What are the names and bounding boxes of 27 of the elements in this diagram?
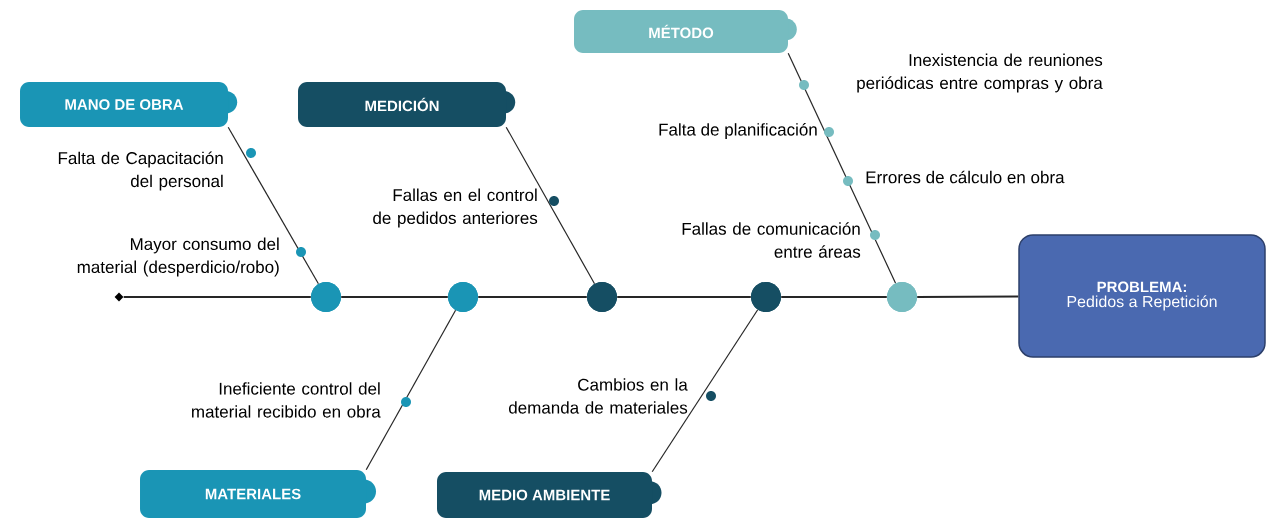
spine-line — [477, 296, 588, 298]
problem-box: PROBLEMA: Pedidos a Repetición — [1018, 234, 1266, 358]
category-box: MÉTODO — [574, 10, 797, 53]
spine-line — [340, 296, 449, 298]
cause-text: Fallas en el control de pedidos anteriores — [373, 188, 538, 228]
bone-line — [787, 52, 897, 284]
category-box: MEDIO AMBIENTE — [437, 472, 662, 518]
category-box: MEDICIÓN — [298, 82, 516, 127]
bone-line — [227, 126, 320, 285]
category-box: MATERIALES — [140, 470, 376, 518]
bone-line — [651, 309, 759, 473]
cause-text: Falta de planificación — [659, 122, 817, 139]
cause-text: Cambios en la demanda de materiales — [509, 378, 688, 414]
spine-line — [616, 296, 752, 298]
spine-end — [114, 292, 124, 302]
category-box: MANO DE OBRA — [20, 82, 238, 127]
spine-line — [780, 296, 888, 298]
bone-line — [505, 126, 596, 285]
cause-text: Falta de Capacitación del personal — [58, 151, 223, 191]
spine-line — [916, 295, 1020, 298]
spine-line — [122, 296, 312, 298]
cause-text: Inexistencia de reuniones periódicas entre compras y obra — [857, 53, 1103, 93]
cause-text: Ineficiente control del material recibido en obra — [192, 382, 381, 418]
cause-text: Errores de cálculo en obra — [866, 170, 1065, 184]
bone-line — [365, 309, 457, 471]
cause-text: Mayor consumo del material (desperdicio/robo) — [77, 237, 279, 277]
cause-text: Fallas de comunicación entre áreas — [682, 222, 861, 258]
